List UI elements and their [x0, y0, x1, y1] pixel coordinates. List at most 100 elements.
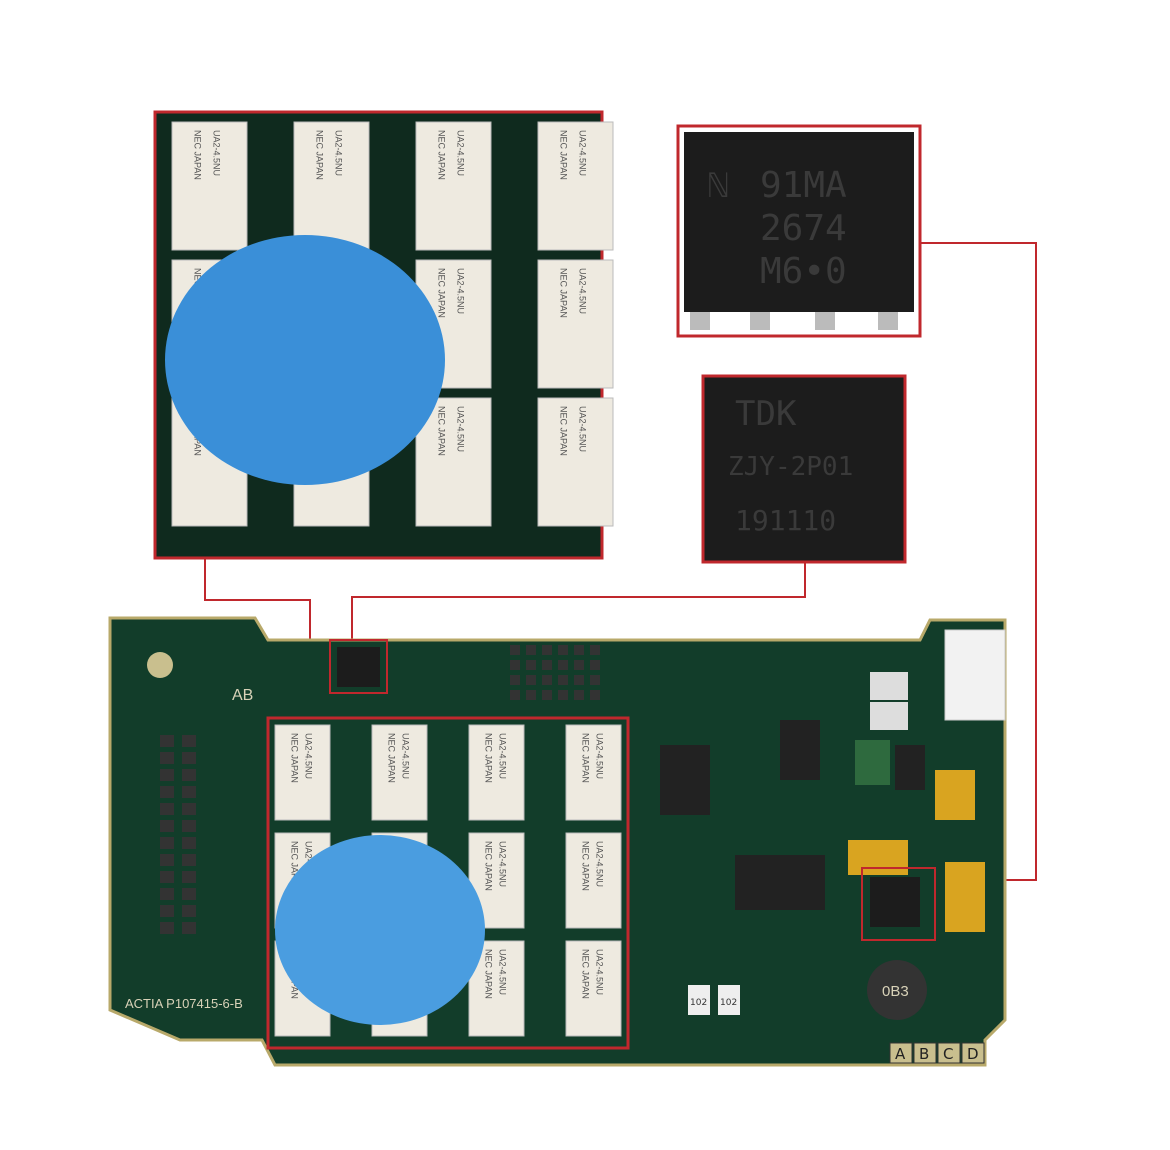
header-pin [590, 645, 600, 655]
header-pin [160, 905, 174, 917]
relay-model: UA2-4.5NU [455, 130, 465, 176]
relay: NEC JAPAN UA2-4.5NU [537, 259, 614, 389]
relay-brand: NEC JAPAN [437, 406, 447, 456]
header-pin [182, 837, 196, 849]
header-pin [182, 922, 196, 934]
relay-brand: NEC JAPAN [581, 733, 591, 783]
chip-marking-line: 2674 [760, 208, 847, 249]
relay-model: UA2-4.5NU [497, 733, 507, 779]
relay-model: UA2-4.5NU [455, 268, 465, 314]
connector-label: C [943, 1045, 953, 1063]
relay-brand: NEC JAPAN [437, 268, 447, 318]
chip-logo-icon: ℕ [708, 166, 728, 206]
header-pin [160, 871, 174, 883]
header-pin [574, 660, 584, 670]
relay-brand: NEC JAPAN [559, 268, 569, 318]
header-pin [542, 645, 552, 655]
relay-brand: NEC JAPAN [437, 130, 447, 180]
relay-brand: NEC JAPAN [581, 841, 591, 891]
header-pin [182, 803, 196, 815]
connector-label: A [895, 1045, 906, 1063]
relay-model: UA2-4.5NU [594, 733, 604, 779]
header-pin [160, 786, 174, 798]
header-pin [182, 786, 196, 798]
svg-text:102: 102 [690, 998, 707, 1008]
relay-brand: NEC JAPAN [581, 949, 591, 999]
header-pin [558, 690, 568, 700]
relay-model: UA2-4.5NU [497, 949, 507, 995]
relay-zoom-panel: NEC JAPAN UA2-4.5NU NEC JAPAN UA2-4.5NU NEC … [153, 110, 614, 560]
header-pin [590, 660, 600, 670]
header-pin [574, 690, 584, 700]
header-pin [526, 660, 536, 670]
header-pin [182, 871, 196, 883]
chip-marking-line: ZJY-2P01 [728, 452, 853, 482]
header-pin [542, 660, 552, 670]
relay-model: UA2-4.5NU [577, 268, 587, 314]
relay-model: UA2-4.5NU [303, 733, 313, 779]
header-pin [160, 922, 174, 934]
relay: NEC JAPAN UA2-4.5NU [537, 397, 614, 527]
header-pin [526, 690, 536, 700]
header-pin [526, 675, 536, 685]
svg-text:0B3: 0B3 [882, 983, 909, 1000]
header-pin [526, 645, 536, 655]
relay-brand: NEC JAPAN [193, 130, 203, 180]
header-pin [182, 905, 196, 917]
relay-brand: NEC JAPAN [484, 949, 494, 999]
header-pin [160, 854, 174, 866]
header-pin [182, 752, 196, 764]
header-pin [510, 645, 520, 655]
header-pin [574, 675, 584, 685]
header-pin [160, 752, 174, 764]
board-logo: AB [232, 687, 253, 704]
chip-highlight-box [329, 639, 388, 694]
varistor-blue-disc [275, 835, 485, 1025]
header-pin [182, 735, 196, 747]
header-pin [510, 660, 520, 670]
header-pin [182, 769, 196, 781]
relay-model: UA2-4.5NU [577, 130, 587, 176]
chip-highlight-box [861, 867, 936, 941]
relay-model: UA2-4.5NU [594, 841, 604, 887]
relay-model: UA2-4.5NU [577, 406, 587, 452]
chip-marking-line: 91MA [760, 165, 847, 206]
chip-marking-line: 191110 [735, 504, 836, 537]
chip-zoom-panel-2: TDK ZJY-2P01 191110 [701, 374, 907, 564]
chip-marking-line: M6•0 [760, 251, 847, 292]
relay-brand: NEC JAPAN [559, 130, 569, 180]
relay-brand: NEC JAPAN [559, 406, 569, 456]
relay-model: UA2-4.5NU [455, 406, 465, 452]
header-pin [558, 645, 568, 655]
header-pin [182, 888, 196, 900]
relay-highlight-box [266, 716, 630, 1050]
header-pin [542, 675, 552, 685]
header-pin [160, 820, 174, 832]
chip-marking-line: TDK [735, 394, 797, 434]
chip-zoom-panel-1: 91MA 2674 M6•0 ℕ [676, 124, 922, 338]
relay-brand: NEC JAPAN [315, 130, 325, 180]
relay-brand: NEC JAPAN [484, 733, 494, 783]
relay-model: UA2-4.5NU [211, 130, 221, 176]
varistor-blue-disc [165, 235, 445, 485]
connector-label: D [967, 1045, 979, 1063]
header-pin [558, 675, 568, 685]
board-marking: ACTIA P107415-6-B [125, 996, 243, 1011]
header-pin [160, 837, 174, 849]
svg-text:102: 102 [720, 998, 737, 1008]
header-pin [160, 888, 174, 900]
relay-brand: NEC JAPAN [290, 733, 300, 783]
relay: NEC JAPAN UA2-4.5NU [171, 121, 248, 251]
relay: NEC JAPAN UA2-4.5NU [537, 121, 614, 251]
relay-brand: NEC JAPAN [290, 841, 300, 891]
header-pin [574, 645, 584, 655]
relay: NEC JAPAN UA2-4.5NU [415, 397, 492, 527]
